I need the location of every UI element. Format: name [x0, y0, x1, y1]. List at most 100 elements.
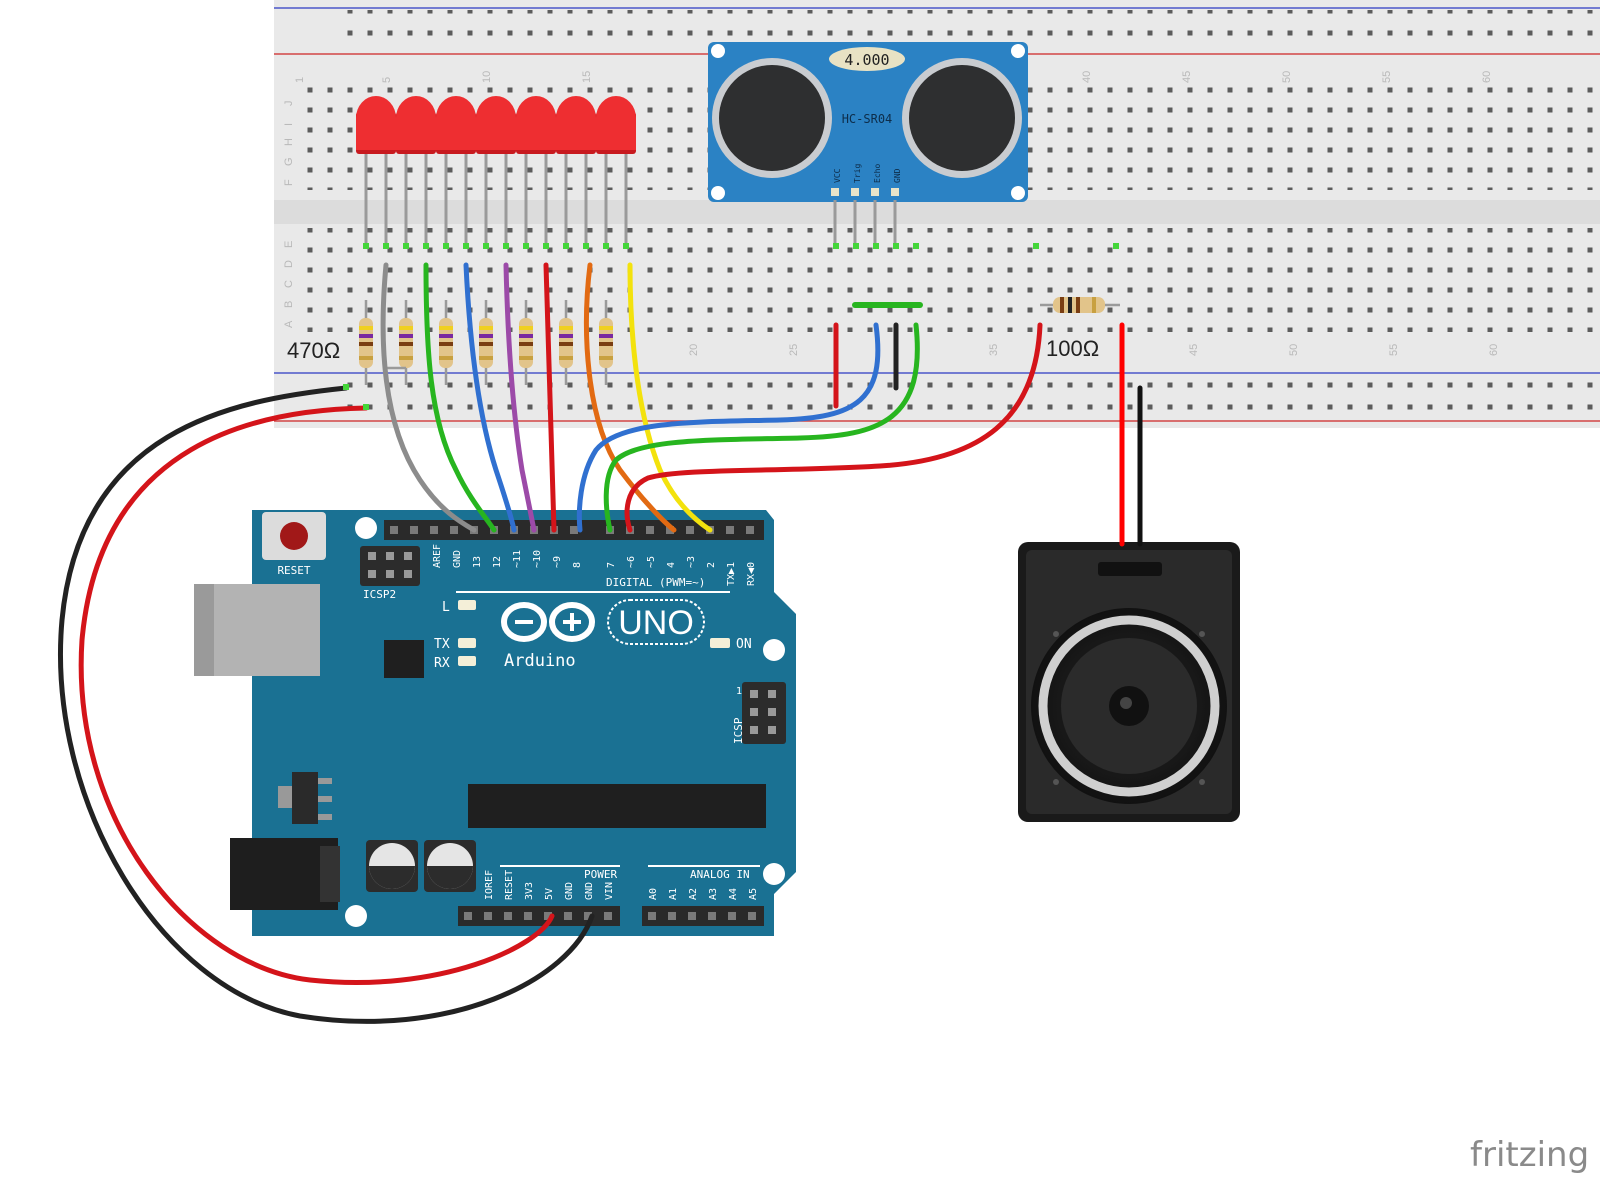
col-number: 60	[1488, 344, 1500, 356]
row-letter: F	[283, 179, 295, 186]
row-letter: A	[283, 320, 295, 328]
pin-label: 8	[572, 562, 583, 568]
tx-led-label: TX	[434, 637, 450, 652]
row-letter: G	[283, 157, 295, 166]
pin-label: IOREF	[484, 870, 495, 900]
speaker-resistor	[1040, 297, 1120, 313]
pin-label: GND	[564, 882, 575, 900]
col-number: 35	[988, 344, 1000, 356]
col-number: 45	[1188, 344, 1200, 356]
led	[356, 96, 396, 154]
bottom-power-rail	[334, 376, 1600, 420]
pin-label: VIN	[604, 882, 615, 900]
led	[436, 96, 476, 154]
capacitor	[366, 840, 418, 892]
pin-label: A0	[648, 888, 659, 900]
pin-label: 2	[706, 562, 717, 568]
resistor	[359, 318, 373, 368]
wire-red	[543, 262, 557, 533]
icsp2-label: ICSP2	[363, 588, 396, 601]
led	[396, 96, 436, 154]
col-number: 20	[688, 344, 700, 356]
pin-label: A3	[708, 888, 719, 900]
pin-label: ~9	[552, 556, 563, 568]
reset-label: RESET	[277, 564, 310, 577]
row-letter: I	[283, 123, 295, 126]
pin-label: 4	[666, 562, 677, 568]
resistor	[519, 318, 533, 368]
resistor	[559, 318, 573, 368]
analog-label: ANALOG IN	[690, 868, 750, 881]
pin-label: ~5	[646, 556, 657, 568]
led	[476, 96, 516, 154]
pin-label: A2	[688, 888, 699, 900]
arduino-logo-icon	[501, 602, 595, 642]
analog-header	[642, 906, 764, 926]
col-number: 45	[1181, 71, 1193, 83]
col-number: 50	[1288, 344, 1300, 356]
sensor-pin-label: Trig	[853, 164, 862, 183]
wire-green	[603, 322, 920, 533]
pin-label: 7	[606, 562, 617, 568]
sensor-crystal-label: 4.000	[844, 51, 889, 69]
sensor-model-label: HC-SR04	[842, 112, 893, 126]
resistor	[599, 318, 613, 368]
usb-port	[194, 584, 320, 676]
led	[516, 96, 556, 154]
row-letter: J	[283, 101, 295, 107]
wires	[58, 262, 1143, 1024]
led-resistor-value: 470Ω	[287, 338, 340, 363]
led-array	[356, 96, 636, 245]
wire-red	[624, 322, 1043, 533]
rx-led	[458, 656, 476, 666]
rx-led-label: RX	[434, 656, 450, 671]
icsp-pin1-label: 1	[736, 686, 742, 697]
wire-red	[78, 405, 555, 985]
board-brand: Arduino	[504, 651, 576, 671]
row-letter: H	[283, 138, 295, 146]
pin-label: A4	[728, 888, 739, 900]
resistor	[439, 318, 453, 368]
row-letter: E	[283, 241, 295, 248]
pin-label: GND	[452, 550, 463, 568]
pin-label: ~11	[512, 550, 523, 568]
pin-label: ~10	[532, 550, 543, 568]
wire-blue	[576, 322, 881, 533]
icsp-label: ICSP	[732, 717, 745, 744]
row-letter: D	[283, 260, 295, 268]
col-number: 15	[581, 71, 593, 83]
pin-label: 5V	[544, 888, 555, 900]
sensor-pin-label: Echo	[873, 164, 882, 183]
digital-label: DIGITAL (PWM=~)	[606, 576, 705, 589]
tx-led	[458, 638, 476, 648]
col-number: 5	[381, 77, 393, 83]
col-number: 25	[788, 344, 800, 356]
resistor	[479, 318, 493, 368]
resistor	[399, 318, 413, 368]
pin-label: A5	[748, 888, 759, 900]
col-number: 55	[1381, 71, 1393, 83]
sensor-pin-label: VCC	[833, 168, 842, 183]
microcontroller-chip	[468, 784, 766, 828]
pin-label: A1	[668, 888, 679, 900]
led-resistors	[359, 300, 613, 385]
board-model: UNO	[618, 604, 694, 642]
power-header	[458, 906, 620, 926]
pin-label: TX▶1	[726, 562, 737, 586]
wire-black	[58, 385, 595, 1024]
row-letter: C	[283, 280, 295, 288]
wire-gray	[380, 262, 477, 533]
wire-green	[423, 262, 497, 533]
wire-purple	[503, 262, 537, 533]
col-number: 40	[1081, 71, 1093, 83]
l-led	[458, 600, 476, 610]
pin-label: 12	[492, 556, 503, 568]
col-number: 10	[481, 71, 493, 83]
col-number: 60	[1481, 71, 1493, 83]
on-led-label: ON	[736, 637, 752, 652]
col-number: 55	[1388, 344, 1400, 356]
speaker	[1018, 542, 1240, 822]
capacitor	[424, 840, 476, 892]
connection-dots	[343, 243, 1119, 410]
